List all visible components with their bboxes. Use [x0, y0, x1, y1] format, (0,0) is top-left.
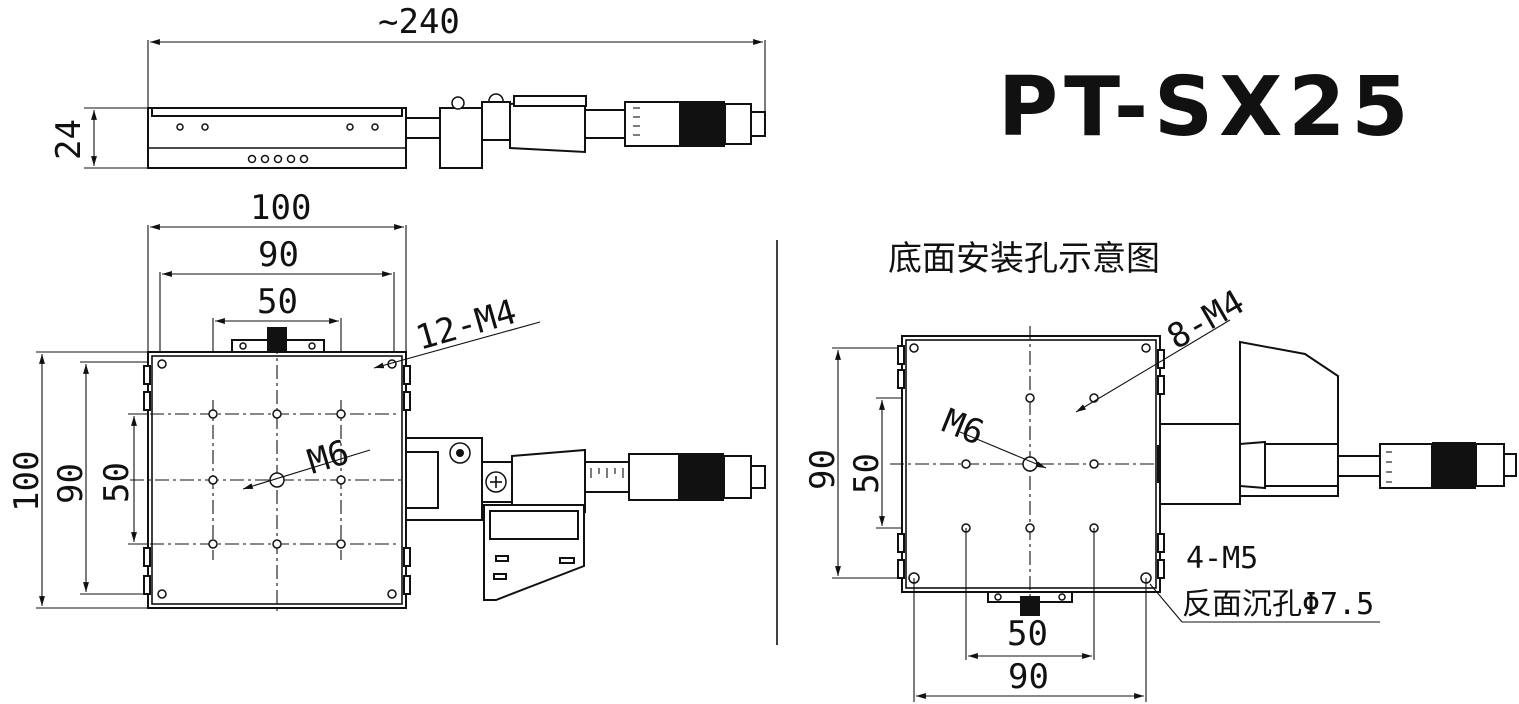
- thread-note-12-m4: 12-M4: [411, 292, 520, 359]
- counterbore-note: 反面沉孔Φ7.5: [1182, 587, 1374, 622]
- bottom-thread-note-8-m4: 8-M4: [1161, 282, 1252, 358]
- model-title: PT-SX25: [998, 60, 1414, 155]
- front-view: 100 90 50 100 90 50: [7, 188, 766, 612]
- dim-height-90: 90: [51, 463, 91, 504]
- dim-height-100: 100: [7, 451, 47, 512]
- dim-height-24: 24: [49, 119, 89, 160]
- dim-height-50: 50: [97, 462, 137, 503]
- top-view: ~240 24: [49, 2, 766, 169]
- counterbore-count: 4-M5: [1186, 541, 1258, 576]
- dim-width-90: 90: [258, 235, 299, 275]
- bottom-dim-width-50: 50: [1007, 614, 1048, 654]
- bottom-view: 底面安装孔示意图 90 50: [803, 239, 1517, 702]
- dim-width-100: 100: [250, 188, 311, 228]
- bottom-dim-height-90: 90: [803, 449, 843, 490]
- bottom-dim-width-90: 90: [1008, 657, 1049, 697]
- bottom-view-caption: 底面安装孔示意图: [888, 239, 1160, 279]
- dim-width-50: 50: [257, 282, 298, 322]
- dim-overall-length: ~240: [378, 2, 460, 42]
- bottom-dim-height-50: 50: [847, 453, 887, 494]
